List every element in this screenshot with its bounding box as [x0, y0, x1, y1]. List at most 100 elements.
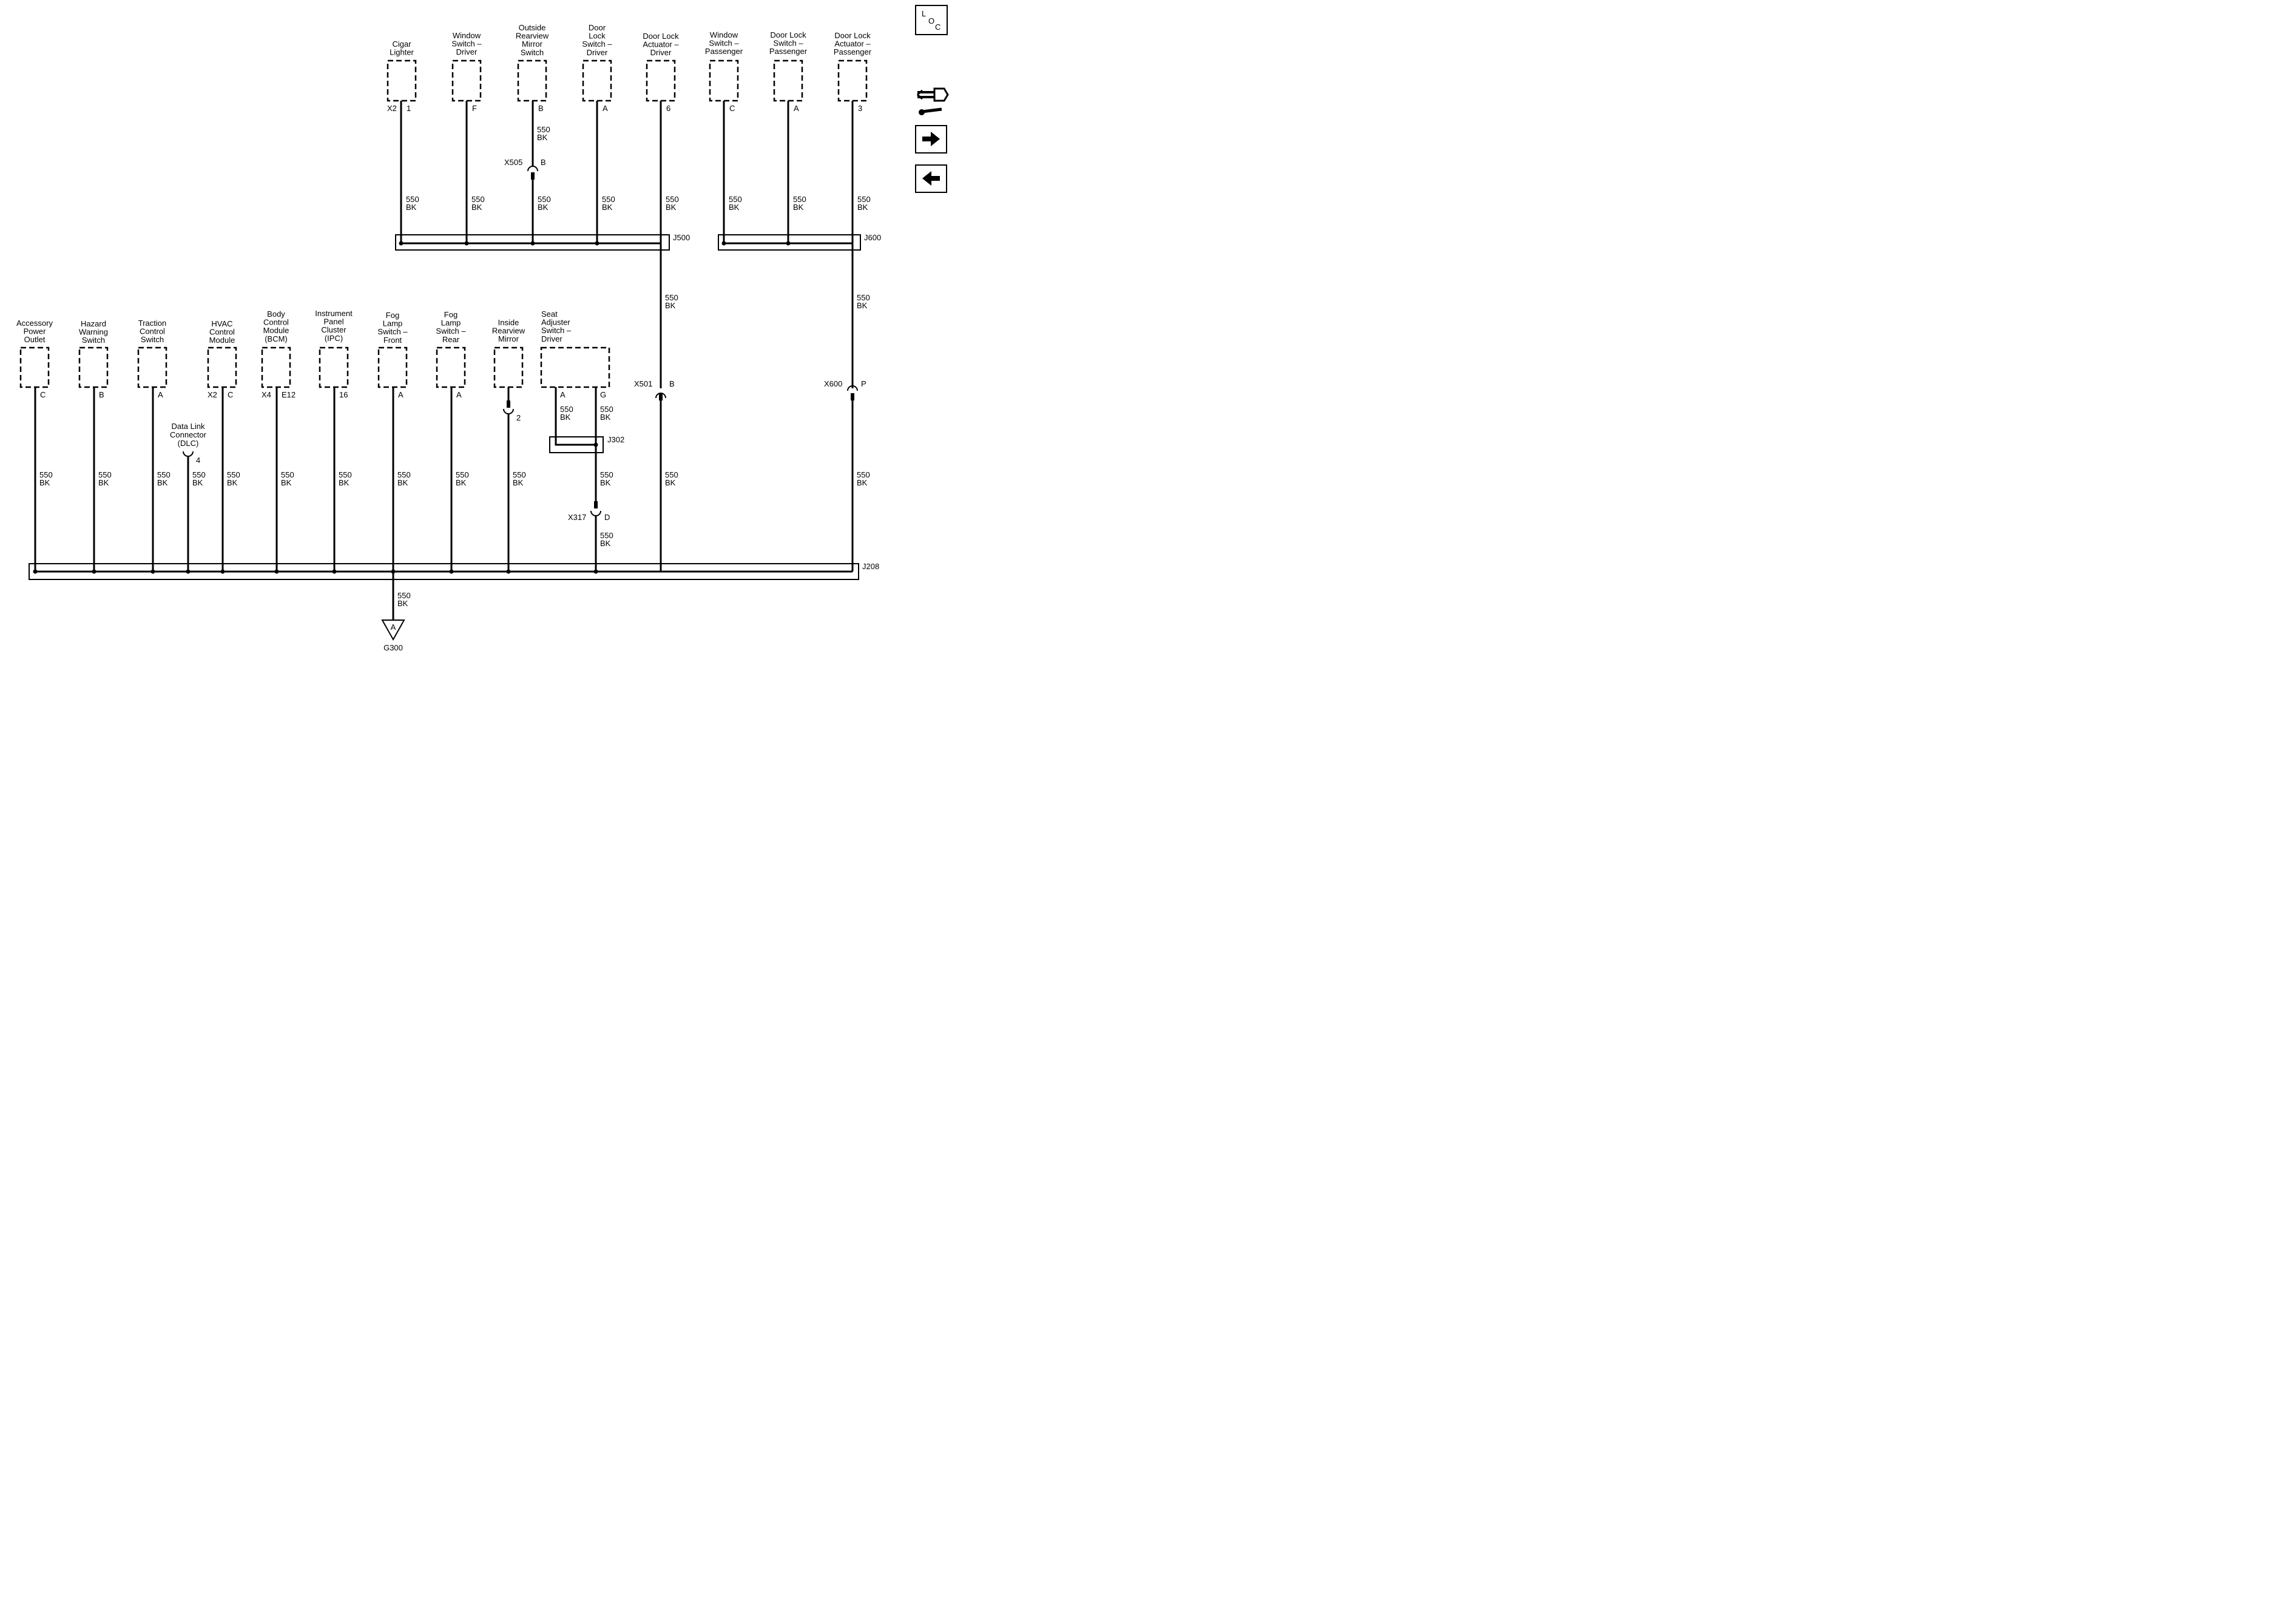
x317-name: X317 — [568, 513, 586, 522]
splice-dot — [593, 569, 598, 574]
component-label: Switch – — [377, 327, 408, 336]
wire-gauge: 550 — [666, 195, 679, 204]
splice-dot — [530, 241, 535, 246]
splice-label-j302: J302 — [607, 435, 624, 444]
wire-color: BK — [729, 203, 740, 212]
seat-pin-a: A — [560, 390, 566, 399]
component-label: Warning — [79, 328, 108, 337]
splice-dot — [33, 569, 38, 574]
pin-label: 1 — [407, 104, 411, 113]
component-label: Door Lock — [643, 32, 679, 41]
arrow-right-icon — [922, 132, 940, 146]
component-label: Fog — [444, 310, 458, 319]
wire-gauge: 550 — [192, 470, 206, 479]
wire-color: BK — [397, 478, 408, 487]
component-label: Rear — [442, 335, 460, 344]
prev-page-button[interactable] — [915, 164, 947, 193]
x317-pin: D — [604, 513, 610, 522]
pin-label: E12 — [282, 390, 295, 399]
component-label: Lamp — [383, 319, 403, 328]
wire-gauge: 550 — [857, 293, 870, 302]
wire-color: BK — [339, 478, 349, 487]
pin-label: 16 — [339, 390, 348, 399]
x600-name: X600 — [824, 379, 842, 388]
inline-connector-x505: X505 B — [504, 158, 546, 180]
wire-gauge: 550 — [98, 470, 112, 479]
inside-mirror-pin: 2 — [516, 413, 521, 422]
wire-color: BK — [192, 478, 203, 487]
wire-color: BK — [857, 478, 868, 487]
component-label: Accessory — [16, 319, 53, 328]
splice-label-j600: J600 — [864, 233, 881, 242]
pin-label: A — [603, 104, 608, 113]
component-box — [837, 59, 868, 102]
pin-label: A — [158, 390, 163, 399]
loc-button[interactable]: L O C — [915, 5, 948, 35]
wire-gauge: 550 — [39, 470, 53, 479]
component-label: Driver — [456, 47, 478, 56]
wire-gauge: 550 — [157, 470, 171, 479]
component-box — [773, 59, 803, 102]
component-label: Switch – — [709, 39, 739, 48]
component-label: Switch – — [773, 39, 803, 48]
wire-j500-x501: 550 BK 550 BK — [660, 243, 678, 572]
splice-dot — [92, 569, 96, 574]
wire-color: BK — [397, 599, 408, 608]
wire-color: BK — [793, 203, 804, 212]
component-label: Cluster — [321, 325, 346, 334]
x505-name: X505 — [504, 158, 522, 167]
arrow-left-icon-frame — [915, 164, 947, 193]
wire-gauge: 550 — [602, 195, 615, 204]
component-label: Actuator – — [643, 40, 679, 49]
component-box — [261, 346, 291, 388]
splice-dot — [332, 569, 337, 574]
component-label: Rearview — [516, 32, 549, 41]
component-label: Inside — [498, 318, 519, 327]
component-label: Module — [209, 336, 235, 345]
splice-dot — [786, 241, 791, 246]
splice-dot — [186, 569, 191, 574]
component-label: Window — [710, 30, 738, 39]
splice-dot — [593, 442, 598, 447]
component-label: Passenger — [834, 47, 872, 56]
splice-pack-j208: J208 — [29, 562, 879, 580]
component-label: Passenger — [705, 47, 743, 56]
loc-o-text: O — [928, 16, 934, 25]
connector-view-button[interactable] — [917, 87, 949, 115]
component-label: Door Lock — [770, 30, 806, 39]
wire-gauge: 550 — [665, 293, 678, 302]
wire-color: BK — [227, 478, 238, 487]
wire-color: BK — [98, 478, 109, 487]
wire-gauge: 550 — [397, 470, 411, 479]
wire-color: BK — [665, 478, 676, 487]
splice-dot — [721, 241, 726, 246]
component-box — [319, 346, 349, 388]
wire-color: BK — [600, 478, 611, 487]
x600-pin: P — [861, 379, 866, 388]
component-label: Lamp — [441, 319, 461, 328]
next-page-button[interactable] — [915, 125, 947, 154]
component-label: Rearview — [492, 326, 525, 336]
wire-gauge: 550 — [729, 195, 742, 204]
mirror-upper-wire-label: 550 BK — [537, 125, 550, 142]
component-box — [137, 346, 167, 388]
